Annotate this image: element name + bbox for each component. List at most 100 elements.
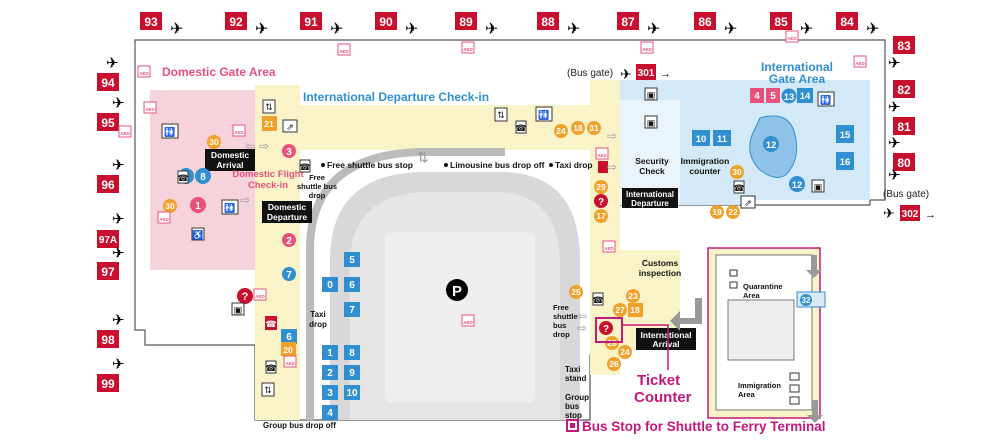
svg-text:⇅: ⇅ bbox=[417, 149, 429, 165]
svg-text:302: 302 bbox=[902, 209, 919, 220]
gate-99[interactable]: 99 ✈ bbox=[97, 356, 125, 392]
info-icon[interactable]: ? bbox=[594, 194, 608, 208]
gate-97[interactable]: 97✈ bbox=[97, 245, 125, 280]
svg-text:⇨: ⇨ bbox=[607, 160, 617, 174]
svg-text:☎: ☎ bbox=[592, 295, 603, 305]
svg-text:AED: AED bbox=[234, 130, 244, 135]
airplane-icon: ✈ bbox=[255, 21, 268, 38]
gate-90[interactable]: 90✈ bbox=[375, 12, 418, 38]
gate-96[interactable]: 96✈ bbox=[97, 157, 125, 193]
aed-icon: AED bbox=[785, 30, 799, 43]
svg-text:94: 94 bbox=[101, 76, 115, 90]
svg-text:3: 3 bbox=[327, 388, 333, 399]
ticket-counter-highlight[interactable] bbox=[595, 317, 623, 343]
gate-86[interactable]: 86✈ bbox=[694, 12, 737, 38]
building-outline bbox=[134, 39, 886, 421]
svg-text:⇨: ⇨ bbox=[577, 321, 587, 335]
arrow-right-icon: → bbox=[660, 68, 671, 80]
aed-icon: AED bbox=[157, 211, 171, 224]
svg-text:81: 81 bbox=[897, 120, 911, 134]
svg-text:Quarantine: Quarantine bbox=[743, 282, 783, 291]
svg-text:12: 12 bbox=[766, 140, 777, 151]
airplane-icon: ✈ bbox=[405, 21, 418, 38]
gate-83[interactable]: 83✈ bbox=[888, 36, 915, 72]
airplane-icon: ✈ bbox=[888, 55, 901, 72]
svg-text:1: 1 bbox=[327, 348, 333, 359]
airplane-icon: ✈ bbox=[485, 21, 498, 38]
svg-text:20: 20 bbox=[283, 345, 293, 355]
airplane-icon: ✈ bbox=[112, 356, 125, 373]
gate-89[interactable]: 89✈ bbox=[455, 12, 498, 38]
orange-service-numbers: 30 21 20 30 24 18 31 29 17 19 22 30 25 2… bbox=[163, 116, 744, 371]
inset-map: 32 Quarantine Area Immigration Area bbox=[707, 247, 826, 423]
svg-text:☎: ☎ bbox=[265, 319, 276, 329]
gate-84[interactable]: 84✈ bbox=[836, 12, 879, 38]
gate-93[interactable]: 93✈ bbox=[140, 12, 183, 38]
svg-text:21: 21 bbox=[264, 119, 274, 129]
gate-91[interactable]: 91 ✈ bbox=[300, 12, 343, 38]
gate-95[interactable]: 95✈ bbox=[97, 95, 125, 131]
svg-text:97A: 97A bbox=[99, 235, 117, 246]
gate-85[interactable]: 85✈ bbox=[770, 12, 813, 38]
domestic-blue-numbers: 9 8 7 6 bbox=[178, 168, 297, 344]
gate-88[interactable]: 88✈ bbox=[537, 12, 580, 38]
svg-text:Check: Check bbox=[639, 166, 665, 176]
airplane-icon: ✈ bbox=[112, 245, 125, 262]
svg-text:International: International bbox=[640, 330, 691, 340]
right-gates: 83✈ 82✈ 81✈ 80✈ bbox=[888, 36, 915, 184]
gate-94[interactable]: 94✈ bbox=[97, 55, 119, 91]
gate-87[interactable]: 87✈ bbox=[617, 12, 660, 38]
airplane-icon: ✈ bbox=[330, 21, 343, 38]
svg-text:31: 31 bbox=[589, 123, 599, 133]
svg-text:(Bus gate): (Bus gate) bbox=[567, 68, 613, 79]
gate-80[interactable]: 80✈ bbox=[888, 153, 915, 184]
airplane-icon: ✈ bbox=[112, 211, 125, 228]
intl-departure-box bbox=[622, 188, 678, 208]
aed-icon: AED bbox=[461, 314, 475, 327]
info-icon[interactable]: ? bbox=[599, 321, 613, 335]
svg-text:stand: stand bbox=[565, 374, 586, 383]
svg-text:AED: AED bbox=[463, 47, 473, 52]
svg-text:Free: Free bbox=[553, 303, 569, 312]
svg-text:1: 1 bbox=[195, 201, 201, 212]
svg-text:25: 25 bbox=[571, 287, 581, 297]
elevator-icon: ⇅ bbox=[262, 99, 276, 114]
gate-81[interactable]: 81✈ bbox=[888, 117, 915, 152]
bus-gate-301[interactable]: (Bus gate) ✈ 301 → bbox=[567, 64, 671, 82]
gate-97a[interactable]: 97A ✈ bbox=[97, 211, 125, 248]
domestic-departure-box bbox=[262, 201, 312, 223]
aed-icons: AED AED AED AED AED AED AED AED AED AED … bbox=[118, 30, 867, 368]
svg-text:counter: counter bbox=[689, 166, 721, 176]
svg-text:Immigration: Immigration bbox=[681, 156, 730, 166]
phone-icon: ☎ bbox=[265, 360, 277, 374]
phone-icon: ☎ bbox=[299, 159, 311, 173]
svg-text:AED: AED bbox=[787, 36, 797, 41]
ticket-counter-label: Ticket bbox=[637, 372, 680, 389]
bus-stop-legend: Bus Stop for Shuttle to Ferry Terminal bbox=[566, 419, 826, 434]
info-icon[interactable]: ? bbox=[237, 288, 253, 304]
svg-text:Domestic: Domestic bbox=[268, 202, 307, 212]
information-desk-icon: ▣ bbox=[644, 87, 658, 101]
svg-text:10: 10 bbox=[696, 134, 707, 145]
intl-checkin-label: International Departure Check-in bbox=[303, 90, 489, 104]
svg-text:4: 4 bbox=[754, 91, 760, 102]
svg-text:Domestic: Domestic bbox=[211, 150, 250, 160]
svg-text:♿: ♿ bbox=[192, 229, 203, 240]
intl-gate-area-label-2: Gate Area bbox=[769, 72, 826, 86]
group-bus-dropoff-label: Group bus drop off bbox=[263, 421, 336, 430]
svg-text:Taxi: Taxi bbox=[310, 310, 325, 319]
svg-text:91: 91 bbox=[304, 15, 318, 29]
gate-98[interactable]: 98✈ bbox=[97, 312, 125, 348]
svg-text:?: ? bbox=[603, 324, 609, 335]
bus-gate-302[interactable]: (Bus gate) ✈ 302 → bbox=[883, 189, 936, 221]
aed-icon: AED bbox=[337, 43, 351, 56]
svg-text:🚻: 🚻 bbox=[224, 202, 235, 213]
parking-icon bbox=[446, 279, 468, 301]
gate-82[interactable]: 82✈ bbox=[888, 80, 915, 116]
svg-text:⇨: ⇨ bbox=[240, 193, 250, 207]
phone-icon: ☎ bbox=[515, 120, 527, 134]
taxi-drop-left-label: Taxi drop bbox=[309, 310, 327, 329]
svg-text:10: 10 bbox=[346, 388, 358, 399]
gate-92[interactable]: 92✈ bbox=[225, 12, 268, 38]
svg-text:99: 99 bbox=[101, 377, 115, 391]
